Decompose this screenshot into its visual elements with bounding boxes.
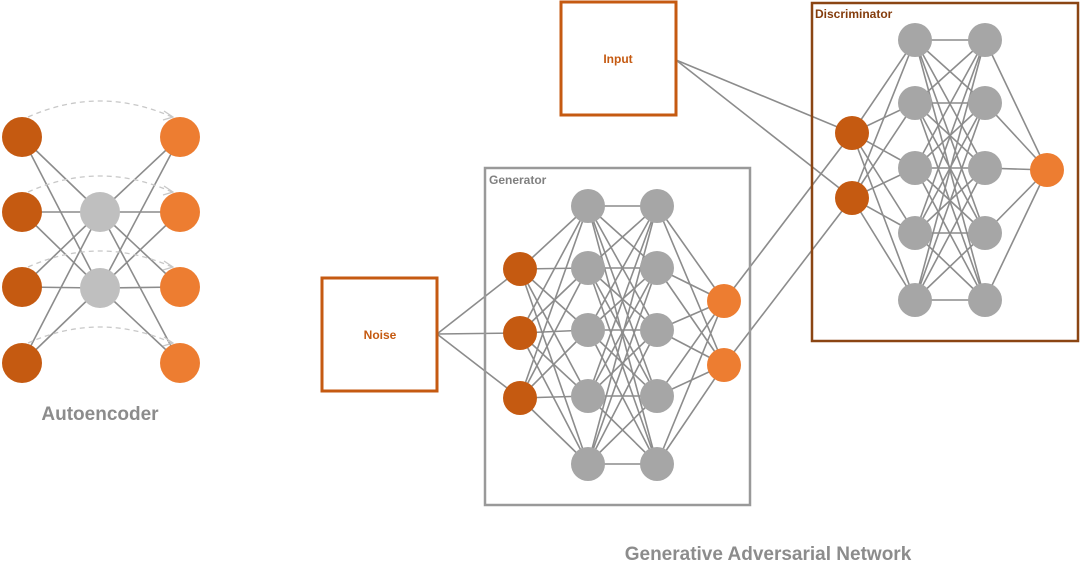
discriminator-hidden-node [898, 216, 932, 250]
discriminator-edge [851, 197, 916, 301]
discriminator-output-node [1030, 153, 1064, 187]
autoencoder-output-node [160, 343, 200, 383]
discriminator-hidden-node [898, 23, 932, 57]
generator-edge [656, 205, 725, 302]
autoencoder-edge [21, 211, 101, 364]
autoencoder-input-node [2, 343, 42, 383]
generator-edge [656, 364, 725, 465]
generator-edge [587, 267, 658, 465]
discriminator-input-node [835, 116, 869, 150]
autoencoder-input-node [2, 117, 42, 157]
generator-box [483, 166, 752, 507]
generator-hidden-node [640, 379, 674, 413]
generator-hidden-node [640, 251, 674, 285]
discriminator-edge [851, 39, 916, 199]
autoencoder-input-node [2, 192, 42, 232]
generator-hidden-node [640, 189, 674, 223]
generator-hidden-node [640, 447, 674, 481]
generator-hidden-node [571, 251, 605, 285]
autoencoder-reconstruction-arcs [27, 100, 175, 347]
generator-hidden-node [571, 447, 605, 481]
generator-edge [656, 267, 725, 366]
noise-box [320, 276, 439, 393]
autoencoder-output-node [160, 192, 200, 232]
discriminator-edge [914, 39, 986, 234]
input-to-discriminator-edge [675, 59, 853, 199]
input-to-discriminator-edge [675, 59, 853, 134]
generator-output-node [707, 284, 741, 318]
discriminator-box [810, 1, 1080, 343]
generator-edge [519, 332, 589, 465]
generator-edge [656, 300, 725, 397]
reconstruction-arc [27, 175, 173, 193]
discriminator-edge [914, 167, 986, 301]
generator-to-discriminator-edge [723, 132, 853, 302]
generator-edge [656, 300, 725, 465]
discriminator-edge [851, 132, 916, 301]
generator-edge [587, 329, 658, 465]
discriminator-hidden-node [898, 86, 932, 120]
discriminator-edge [984, 169, 1048, 301]
discriminator-hidden-node [968, 216, 1002, 250]
reconstruction-arrowhead [162, 260, 175, 271]
generator-output-node [707, 348, 741, 382]
discriminator-hidden-node [968, 283, 1002, 317]
discriminator-label: Discriminator [815, 7, 893, 21]
generator-edge [587, 205, 658, 465]
connection-edges [21, 39, 1048, 465]
generator-hidden-node [571, 189, 605, 223]
discriminator-edge [914, 102, 986, 301]
noise-to-generator-edge [436, 268, 521, 335]
generator-edge [519, 268, 589, 465]
generator-edge [587, 205, 658, 397]
reconstruction-arc [27, 100, 173, 118]
discriminator-hidden-node [968, 86, 1002, 120]
autoencoder-edge [99, 136, 181, 289]
reconstruction-arrowhead [162, 185, 175, 196]
generator-edge [519, 205, 589, 399]
autoencoder-output-node [160, 267, 200, 307]
autoencoder-output-node [160, 117, 200, 157]
reconstruction-arrowhead [162, 110, 175, 121]
discriminator-edge [851, 39, 916, 134]
input-label: Input [603, 52, 632, 66]
discriminator-hidden-node [968, 151, 1002, 185]
generator-edge [519, 205, 589, 334]
reconstruction-arrowhead [162, 336, 175, 347]
generator-input-node [503, 381, 537, 415]
noise-label: Noise [364, 328, 397, 342]
discriminator-input-node [835, 181, 869, 215]
generator-hidden-node [571, 313, 605, 347]
input-box [559, 0, 678, 117]
network-nodes [2, 23, 1064, 481]
generator-input-node [503, 252, 537, 286]
generator-edge [656, 205, 725, 366]
discriminator-edge [914, 39, 986, 301]
autoencoder-hidden-node [80, 268, 120, 308]
generator-label: Generator [489, 173, 547, 187]
autoencoder-input-node [2, 267, 42, 307]
gan-title: Generative Adversarial Network [625, 544, 912, 565]
generator-hidden-node [640, 313, 674, 347]
discriminator-hidden-node [898, 151, 932, 185]
generator-hidden-node [571, 379, 605, 413]
reconstruction-arc [27, 250, 173, 268]
discriminator-hidden-node [968, 23, 1002, 57]
generator-input-node [503, 316, 537, 350]
generator-edge [519, 267, 589, 399]
discriminator-edge [984, 39, 1048, 171]
discriminator-hidden-node [898, 283, 932, 317]
reconstruction-arc [27, 326, 173, 344]
generator-edge [587, 205, 658, 331]
generator-to-discriminator-edge [723, 197, 853, 366]
autoencoder-title: Autoencoder [41, 404, 159, 425]
autoencoder-hidden-node [80, 192, 120, 232]
discriminator-edge [914, 39, 986, 169]
noise-to-generator-edge [436, 333, 521, 399]
discriminator-edge [851, 102, 916, 199]
